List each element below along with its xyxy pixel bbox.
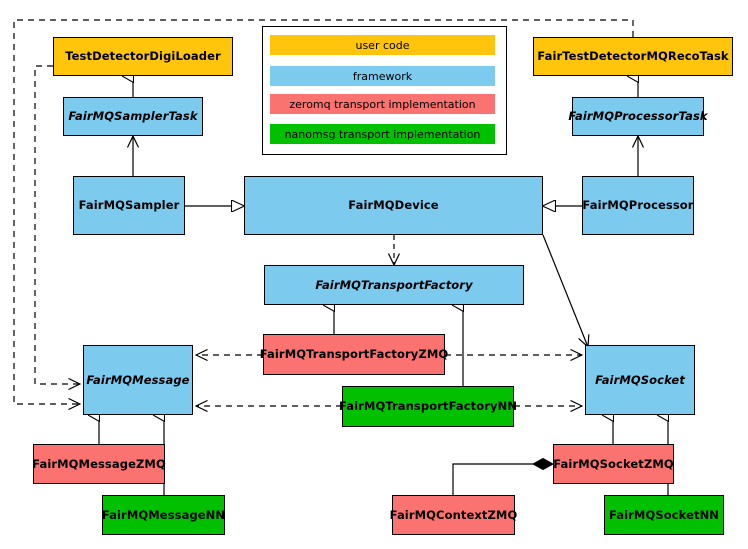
class-box-fairmqsocketnn[interactable]: FairMQSocketNN xyxy=(604,495,724,535)
class-box-fairmqtransportfactoryzmq[interactable]: FairMQTransportFactoryZMQ xyxy=(260,334,448,375)
class-box-fairmqsocket[interactable]: FairMQSocket xyxy=(585,345,695,415)
class-box-fairmqdevice[interactable]: FairMQDevice xyxy=(244,176,543,235)
legend-item-nanomsg: nanomsg transport implementation xyxy=(270,124,495,144)
class-box-fairmqprocessor[interactable]: FairMQProcessor xyxy=(582,176,694,235)
class-box-testdetectordigiloader[interactable]: TestDetectorDigiLoader xyxy=(53,37,233,76)
class-box-fairmqtransportfactorynn[interactable]: FairMQTransportFactoryNN xyxy=(339,386,517,427)
class-box-fairmqmessagezmq[interactable]: FairMQMessageZMQ xyxy=(32,444,166,484)
legend-item-zeromq: zeromq transport implementation xyxy=(270,94,495,114)
edge-device-to-socket xyxy=(542,234,588,347)
class-box-fairmqsocketzmq[interactable]: FairMQSocketZMQ xyxy=(553,444,674,484)
class-box-fairmqmessage[interactable]: FairMQMessage xyxy=(83,345,193,415)
legend-item-user-code: user code xyxy=(270,35,495,55)
class-box-fairmqsampler[interactable]: FairMQSampler xyxy=(73,176,185,235)
class-box-fairmqtransportfactory[interactable]: FairMQTransportFactory xyxy=(264,265,524,305)
class-box-fairmqcontextzmq[interactable]: FairMQContextZMQ xyxy=(390,495,517,535)
edge-contextzmq-to-socketzmq xyxy=(452,464,553,495)
class-box-fairmqsamplertask[interactable]: FairMQSamplerTask xyxy=(63,97,203,136)
legend-item-framework: framework xyxy=(270,66,495,86)
class-box-fairmqprocessortask[interactable]: FairMQProcessorTask xyxy=(568,97,708,136)
class-box-fairmqmessagenn[interactable]: FairMQMessageNN xyxy=(102,495,225,535)
class-box-fairtestdetectormqrecotask[interactable]: FairTestDetectorMQRecoTask xyxy=(533,37,733,76)
